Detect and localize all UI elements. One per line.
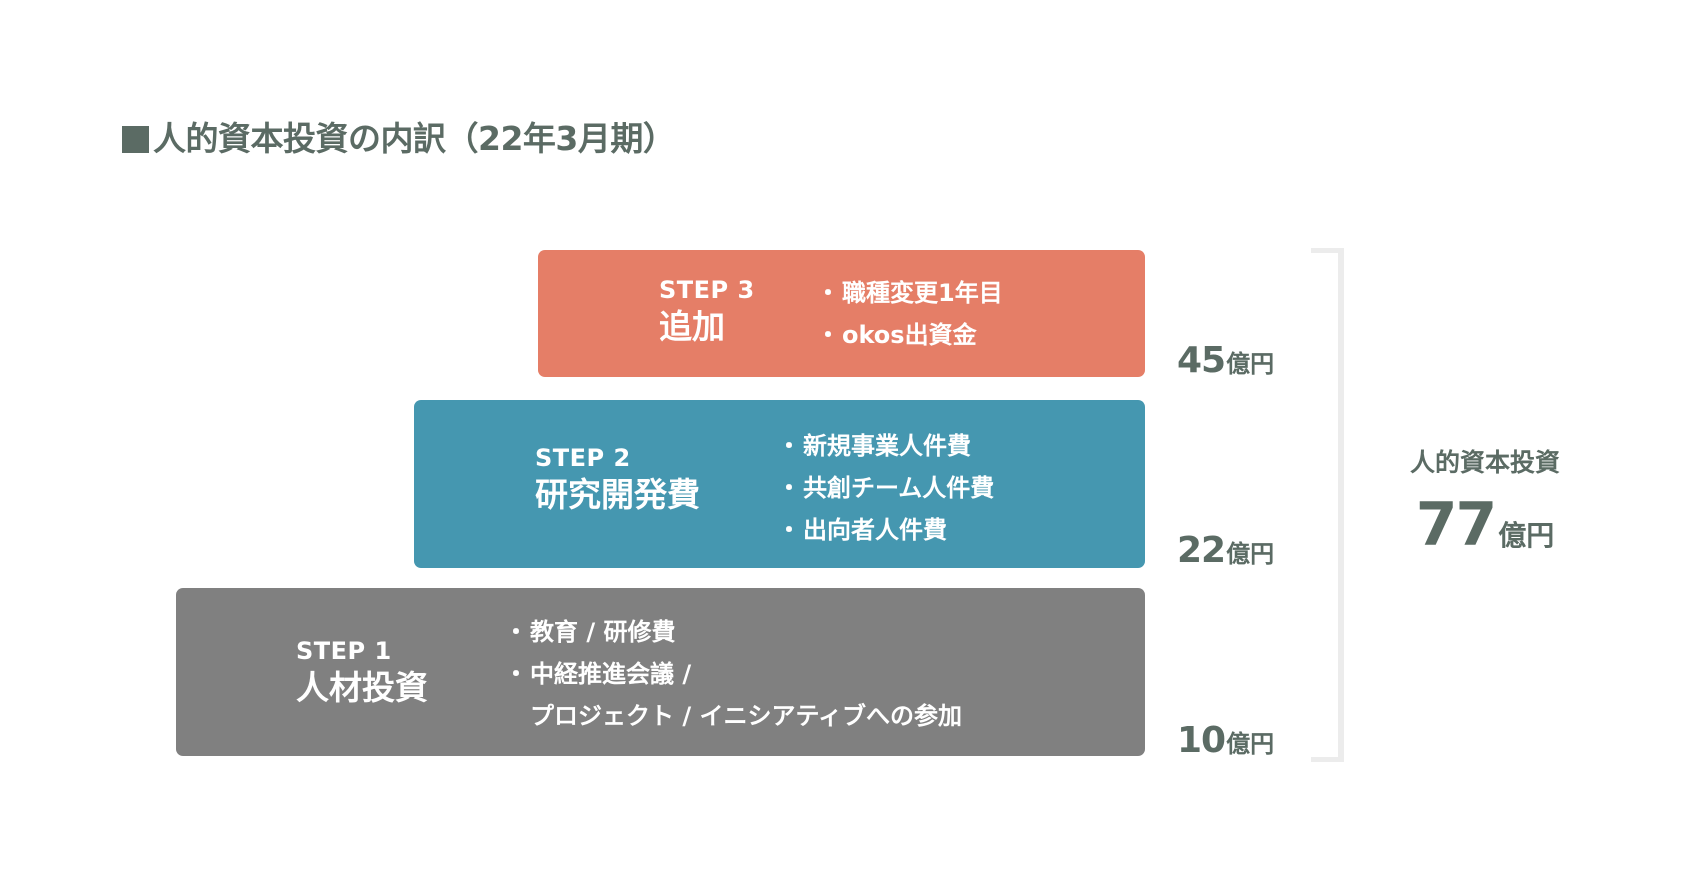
step-2-label: STEP 2: [535, 444, 631, 472]
total-unit: 億円: [1498, 519, 1555, 552]
step-1-amount: 10億円: [1177, 720, 1274, 761]
amount-value: 10: [1177, 720, 1226, 761]
step-3-label: STEP 3: [659, 276, 755, 304]
bullet-dot-icon: ・: [777, 432, 801, 460]
list-item: ・ 共創チーム人件費: [777, 467, 994, 509]
step-3-amount: 45億円: [1177, 340, 1274, 381]
step-2-amount: 22億円: [1177, 530, 1274, 571]
list-item: ・ 出向者人件費: [777, 509, 994, 551]
bullet-dot-icon: ・: [504, 618, 528, 646]
bullet-continuation-text: プロジェクト / イニシアティブへの参加: [530, 702, 963, 730]
amount-value: 22: [1177, 530, 1226, 571]
total-label: 人的資本投資: [1409, 448, 1560, 477]
bullet-dot-icon: ・: [777, 474, 801, 502]
bullet-text: 出向者人件費: [803, 516, 947, 544]
list-item: ・ 教育 / 研修費: [504, 611, 962, 653]
step-1-label: STEP 1: [296, 637, 392, 665]
square-marker-icon: [122, 126, 149, 153]
list-item: ・ 新規事業人件費: [777, 425, 994, 467]
step-2-name: 研究開発費: [535, 475, 700, 514]
step-3-name: 追加: [659, 307, 725, 346]
amount-unit: 億円: [1226, 730, 1275, 758]
bullet-dot-icon: ・: [777, 516, 801, 544]
bullet-text: 共創チーム人件費: [803, 474, 995, 502]
total-value: 77: [1415, 490, 1497, 560]
amount-value: 45: [1177, 340, 1226, 381]
list-item: ・ 中経推進会議 / プロジェクト / イニシアティブへの参加: [504, 653, 962, 737]
list-item: ・ okos出資金: [816, 314, 1003, 356]
amount-unit: 億円: [1226, 350, 1275, 378]
bullet-dot-icon: ・: [816, 279, 840, 307]
bullet-dot-icon: ・: [504, 660, 528, 688]
bullet-dot-icon: ・: [816, 321, 840, 349]
step-3-box: STEP 3 追加 ・ 職種変更1年目 ・ okos出資金: [538, 250, 1145, 377]
step-2-bullet-list: ・ 新規事業人件費 ・ 共創チーム人件費 ・ 出向者人件費: [777, 425, 994, 551]
bullet-text: 職種変更1年目: [842, 279, 1003, 307]
page-title: 人的資本投資の内訳（22年3月期）: [122, 112, 676, 160]
step-1-heading: STEP 1 人材投資: [296, 636, 428, 710]
amount-unit: 億円: [1226, 540, 1275, 568]
step-3-heading: STEP 3 追加: [659, 275, 755, 349]
bullet-text: okos出資金: [842, 321, 977, 349]
bullet-text: 教育 / 研修費: [530, 618, 676, 646]
step-1-bullet-list: ・ 教育 / 研修費 ・ 中経推進会議 / プロジェクト / イニシアティブへの…: [504, 611, 962, 737]
title-text: 人的資本投資の内訳（22年3月期）: [153, 119, 676, 158]
step-2-heading: STEP 2 研究開発費: [535, 443, 700, 517]
step-1-name: 人材投資: [296, 668, 428, 707]
step-1-box: STEP 1 人材投資 ・ 教育 / 研修費 ・ 中経推進会議 / プロジェクト…: [176, 588, 1145, 756]
total-bracket: [1311, 248, 1344, 762]
bullet-text: 新規事業人件費: [803, 432, 971, 460]
step-2-box: STEP 2 研究開発費 ・ 新規事業人件費 ・ 共創チーム人件費 ・ 出向者人…: [414, 400, 1145, 568]
bullet-text: 中経推進会議 /: [530, 660, 692, 688]
list-item: ・ 職種変更1年目: [816, 272, 1003, 314]
step-3-bullet-list: ・ 職種変更1年目 ・ okos出資金: [816, 272, 1003, 356]
